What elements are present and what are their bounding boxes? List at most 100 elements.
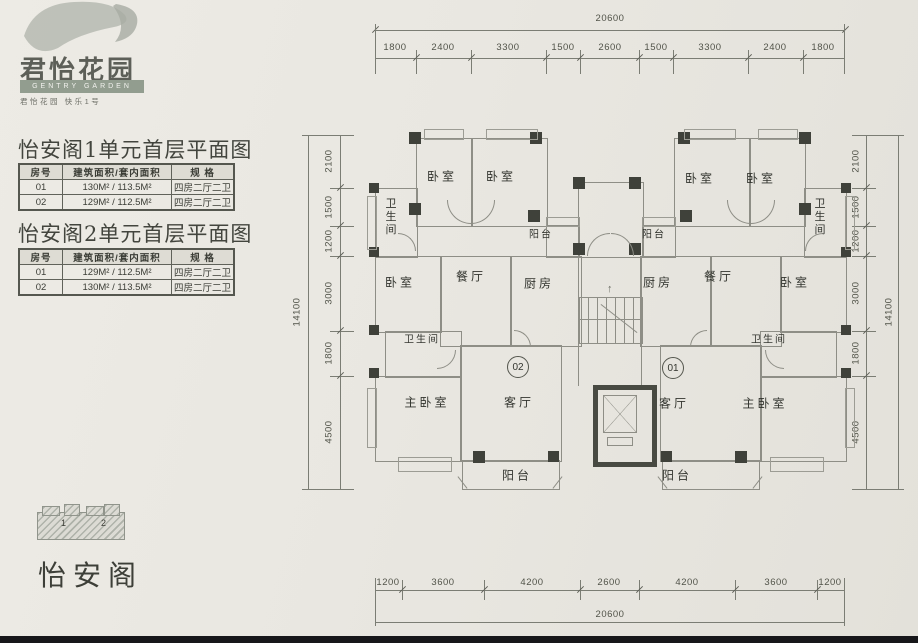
window-bump: [845, 196, 855, 250]
room-bath-top-right: [804, 188, 847, 258]
dim-line: [308, 135, 309, 489]
cell-room: 02: [18, 194, 63, 211]
dim-right-total: 14100: [883, 297, 895, 327]
room-balcony-front-left: [462, 460, 560, 490]
brand-tagline: 君怡花园 快乐1号: [20, 97, 102, 106]
cell-area: 129M² / 112.5M²: [62, 264, 172, 280]
dim-ext: [330, 256, 354, 257]
dim-top-seg: 1500: [644, 42, 668, 53]
col-header-spec: 规 格: [171, 163, 235, 180]
unit-number-right: 01: [662, 357, 684, 379]
section2-table: 房号 建筑面积/套内面积 规 格 01 129M² / 112.5M² 四房二厅…: [18, 248, 236, 296]
column: [799, 132, 811, 144]
dim-top-seg: 1500: [551, 42, 575, 53]
column: [369, 325, 379, 335]
dim-ext: [803, 50, 804, 74]
dim-ext: [852, 489, 904, 490]
dim-top-seg: 2400: [431, 42, 455, 53]
room-living-left: [460, 345, 562, 462]
dim-bottom-seg: 1200: [376, 577, 400, 588]
dim-bottom-total: 20600: [595, 609, 625, 620]
dim-ext: [330, 331, 354, 332]
dim-ext: [580, 50, 581, 74]
room-label-dining: 餐厅: [455, 269, 487, 284]
room-balcony-rear-left: [546, 225, 580, 258]
bay-window: [770, 457, 824, 472]
column: [680, 210, 692, 222]
table-row: 02 130M² / 113.5M² 四房二厅二卫: [18, 279, 235, 296]
room-label-balcony: 阳台: [529, 229, 553, 241]
column: [629, 177, 641, 189]
dim-ext: [416, 50, 417, 74]
dim-right-seg: 3000: [850, 281, 862, 305]
room-living-right: [660, 345, 762, 462]
column: [841, 368, 851, 378]
table-row: 02 129M² / 112.5M² 四房二厅二卫: [18, 194, 235, 211]
keyplan-footprint: [86, 506, 104, 516]
column: [409, 203, 421, 215]
room-label-dining: 餐厅: [703, 269, 735, 284]
room-label-bath: 卫生间: [384, 197, 396, 237]
room-bedroom-b-right: [674, 138, 751, 227]
keyplan-footprint: [37, 512, 125, 540]
room-label-bedroom: 卧室: [779, 275, 811, 290]
elevator-car: [603, 395, 637, 433]
dim-top-seg: 1800: [811, 42, 835, 53]
room-label-bath: 卫生间: [813, 197, 825, 237]
col-header-room: 房号: [18, 248, 63, 265]
column: [841, 183, 851, 193]
room-label-bath: 卫生间: [751, 334, 787, 346]
balcony-rail: [642, 217, 676, 227]
dim-ext: [639, 50, 640, 74]
cell-room: 01: [18, 179, 63, 195]
room-label-bedroom: 卧室: [426, 169, 458, 184]
room-label-kitchen: 厨房: [642, 275, 674, 290]
dim-ext: [375, 24, 376, 74]
cell-room: 01: [18, 264, 63, 280]
keyplan-unit-marker: 2: [101, 518, 107, 528]
dim-line: [375, 622, 845, 623]
column: [661, 451, 672, 462]
dim-ext: [844, 24, 845, 74]
dim-line: [375, 590, 845, 591]
dim-line: [340, 135, 341, 489]
dim-top-seg: 3300: [496, 42, 520, 53]
dim-left-seg: 1800: [323, 341, 335, 365]
dim-ext: [330, 188, 354, 189]
col-header-spec: 规 格: [171, 248, 235, 265]
dim-ext: [302, 135, 354, 136]
column: [369, 183, 379, 193]
window-bump: [758, 129, 798, 140]
room-label-balcony: 阳台: [661, 468, 693, 483]
window-bump: [424, 129, 464, 140]
dim-bottom-seg: 4200: [675, 577, 699, 588]
cell-area: 130M² / 113.5M²: [62, 179, 172, 195]
stair-rail: [578, 319, 641, 320]
stair-up-arrow-icon: ↑: [607, 283, 613, 295]
column: [369, 368, 379, 378]
unit-number-left: 02: [507, 356, 529, 378]
section2-title: 怡安阁2单元首层平面图: [18, 222, 253, 246]
dim-ext: [471, 50, 472, 74]
dim-left-seg: 1200: [323, 229, 335, 253]
col-header-area: 建筑面积/套内面积: [62, 248, 172, 265]
cell-area: 129M² / 112.5M²: [62, 194, 172, 211]
dim-top-seg: 2400: [763, 42, 787, 53]
room-bedroom-side-right: [780, 256, 847, 333]
building-name: 怡安阁: [38, 559, 144, 592]
keyplan-footprint: [42, 506, 60, 516]
photo-edge: [0, 636, 918, 643]
column: [528, 210, 540, 222]
column: [548, 451, 559, 462]
dim-ext: [375, 578, 376, 626]
elevator-shaft: [593, 385, 657, 467]
column: [799, 203, 811, 215]
bay-window: [398, 457, 452, 472]
dim-right-seg: 1800: [850, 341, 862, 365]
cell-area: 130M² / 113.5M²: [62, 279, 172, 296]
room-label-balcony: 阳台: [642, 229, 666, 241]
window-bump: [367, 388, 377, 448]
keyplan-unit-marker: 1: [61, 518, 67, 528]
room-label-master: 主卧室: [404, 395, 450, 410]
column: [735, 451, 747, 463]
